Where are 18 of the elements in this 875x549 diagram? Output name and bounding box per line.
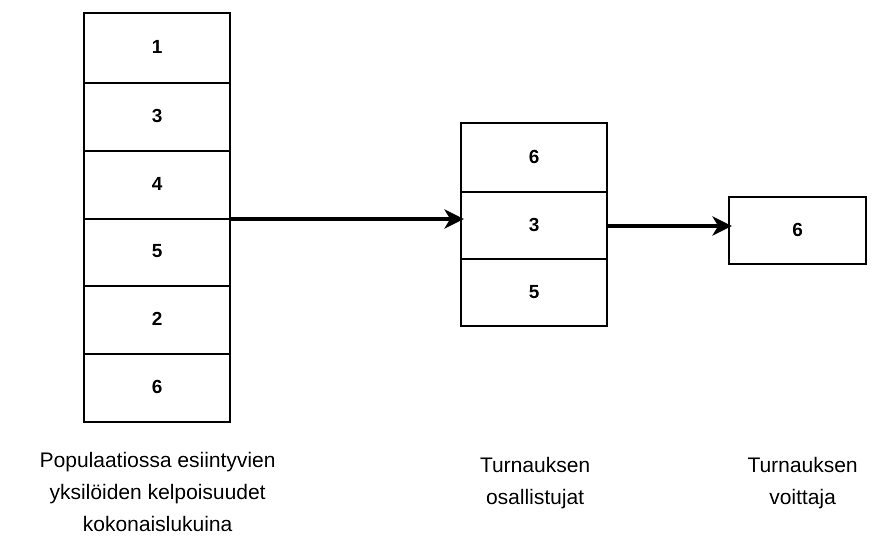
value-text: 5: [528, 282, 540, 304]
value-text: 5: [152, 241, 162, 264]
caption-text: Populaatiossa esiintyvien yksilöiden kelpoisuudet kokonaislukuina: [38, 448, 276, 538]
caption-text: Turnauksen voittaja: [746, 453, 859, 511]
value-text: 4: [152, 174, 162, 196]
value-text: 2: [152, 309, 162, 332]
value-text: 3: [528, 214, 540, 236]
cell-stack: [83, 12, 231, 423]
caption-text: Turnauksen osallistujat: [478, 453, 592, 511]
value-text: 6: [152, 377, 162, 400]
arrow: [608, 216, 732, 236]
arrow: [231, 209, 464, 229]
result-box: [728, 196, 867, 265]
cell-stack: [460, 122, 608, 327]
value-text: 3: [152, 106, 162, 128]
value-text: 1: [152, 36, 162, 59]
value-text: 6: [528, 146, 540, 168]
value-text: 6: [792, 220, 803, 242]
